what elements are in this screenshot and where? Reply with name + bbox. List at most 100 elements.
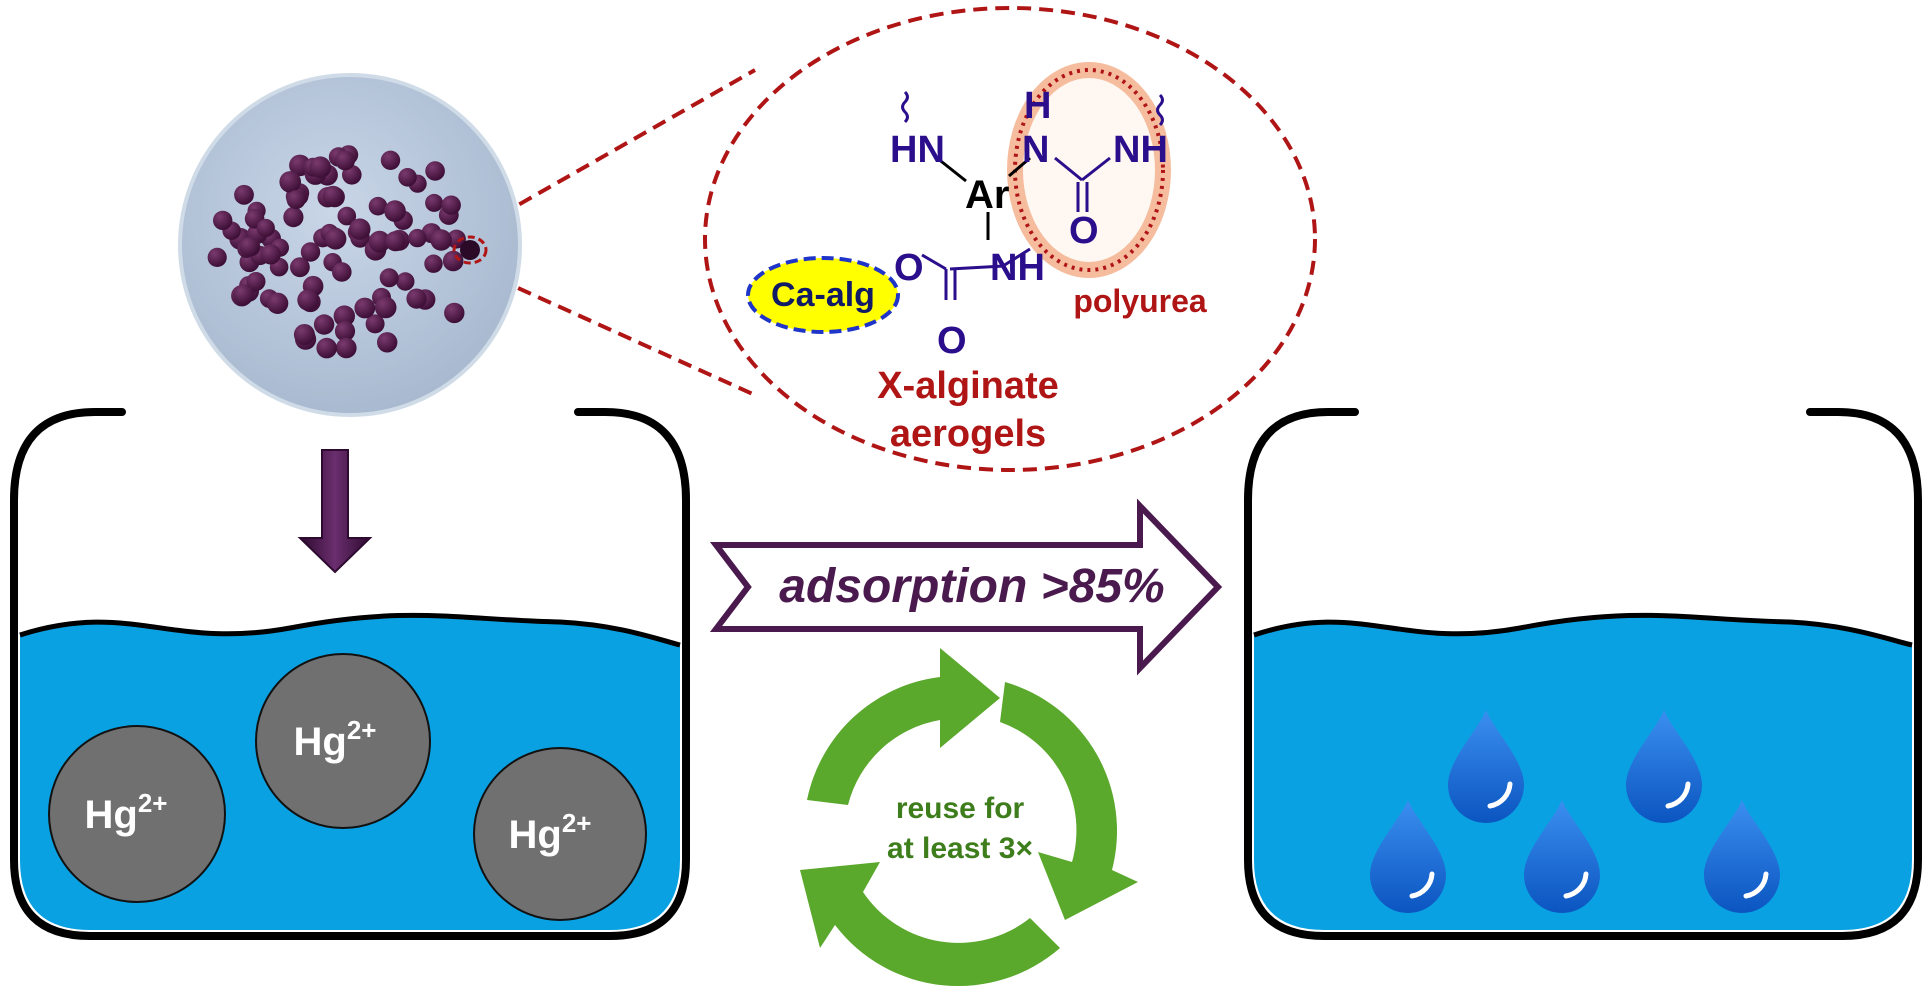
aerogel-bead xyxy=(354,297,376,319)
aerogel-bead xyxy=(293,324,315,345)
aerogel-title-line1: X-alginate xyxy=(877,365,1059,407)
aerogel-bead xyxy=(313,314,335,335)
water-drop-icon xyxy=(1704,800,1780,913)
bond-nh-c-bottom xyxy=(1002,247,1031,268)
right-beaker-outline xyxy=(1244,408,1922,940)
bond-c-nh xyxy=(1081,156,1111,182)
adsorption-label: adsorption >85% xyxy=(779,560,1164,613)
svg-text:Hg2+: Hg2+ xyxy=(85,788,168,837)
hg-ion-label: Hg xyxy=(294,720,347,764)
hn-label-left: HN xyxy=(890,129,945,171)
right-beaker xyxy=(1244,408,1922,940)
aerogel-bead xyxy=(406,288,427,309)
aerogel-bead xyxy=(297,289,319,311)
aerogel-bead xyxy=(444,302,465,324)
aerogel-bead xyxy=(266,292,289,314)
chemical-structure: HN H N NH Ar O O NH O Ca-alg polyurea X-… xyxy=(771,85,1207,455)
aerogel-bead xyxy=(349,218,371,240)
hg-ion: Hg2+ xyxy=(473,747,647,921)
aerogel-title-line2: aerogels xyxy=(890,413,1046,455)
bead-highlight-ring xyxy=(452,235,488,265)
bond-hn-ar xyxy=(936,156,967,183)
water-drops xyxy=(1370,710,1780,913)
aerogel-bead xyxy=(286,190,306,210)
aerogel-bead xyxy=(290,257,310,278)
ar-label: Ar xyxy=(965,173,1009,217)
aerogel-bead xyxy=(384,200,406,222)
hg-ion: Hg2+ xyxy=(48,725,226,903)
bond-c-nh-bottom xyxy=(949,264,1005,271)
aerogel-bead xyxy=(332,262,352,282)
o-label-top: O xyxy=(1069,210,1099,252)
right-arrow-icon: adsorption >85% xyxy=(709,498,1223,676)
left-beaker-outline xyxy=(10,408,690,940)
aerogel-bead xyxy=(246,272,266,291)
aerogel-bead xyxy=(239,237,259,257)
left-beaker: Hg2+ Hg2+ Hg2+ xyxy=(10,408,690,940)
hg-ion: Hg2+ xyxy=(255,653,431,829)
aerogel-bead xyxy=(279,171,302,193)
hg-ion-label: Hg xyxy=(509,813,562,857)
aerogel-bead xyxy=(441,195,461,215)
aerogel-bead xyxy=(335,150,355,171)
aerogel-bead xyxy=(430,229,452,251)
aerogel-bead xyxy=(446,229,466,249)
aerogel-bead xyxy=(260,244,281,265)
water-drop-icon xyxy=(1448,710,1524,823)
aerogel-beads xyxy=(207,145,480,359)
aerogel-bead xyxy=(377,332,398,353)
down-arrow-icon xyxy=(297,449,373,574)
aerogel-bead xyxy=(256,218,275,238)
aerogel-bead xyxy=(442,250,464,272)
svg-text:Hg2+: Hg2+ xyxy=(294,715,377,764)
aerogel-bead xyxy=(233,284,254,305)
polyurea-label: polyurea xyxy=(1073,283,1207,319)
aerogel-bead xyxy=(380,150,401,170)
aerogel-bead xyxy=(368,196,388,216)
hg-ion-charge: 2+ xyxy=(347,715,377,745)
aerogel-bead xyxy=(425,161,445,181)
nh-label-mid: NH xyxy=(990,247,1045,289)
bond-c-o-left xyxy=(921,253,947,271)
aerogel-bead xyxy=(408,228,427,248)
aerogel-bead xyxy=(309,156,332,178)
o-label-bottom: O xyxy=(937,320,967,362)
aerogel-bead xyxy=(334,321,356,342)
right-water-surface xyxy=(1253,612,1913,648)
aerogel-bead xyxy=(207,247,227,267)
aerogel-bead xyxy=(374,296,397,319)
selected-bead xyxy=(460,240,480,260)
aerogel-bead xyxy=(300,242,321,262)
ca-alg-highlight xyxy=(746,256,900,334)
wavy-bond-right xyxy=(1156,93,1164,127)
h-label-top: H xyxy=(1024,85,1051,127)
recycle-line2: at least 3× xyxy=(887,832,1033,865)
aerogel-bead xyxy=(333,305,355,327)
o-label-left: O xyxy=(894,247,924,289)
water-drop-icon xyxy=(1524,800,1600,913)
hg-ion-label: Hg xyxy=(85,793,138,837)
wavy-bond-left xyxy=(901,90,909,124)
bond-ar-n xyxy=(1008,156,1031,178)
left-water-surface xyxy=(19,612,681,648)
aerogel-bead xyxy=(337,206,357,226)
water-drop-icon xyxy=(1626,710,1702,823)
bond-n-c xyxy=(1054,156,1083,182)
aerogel-bead xyxy=(368,230,391,253)
hg-ion-charge: 2+ xyxy=(562,808,592,838)
aerogel-bead xyxy=(324,228,347,250)
svg-text:Hg2+: Hg2+ xyxy=(509,808,592,857)
aerogel-bead xyxy=(283,207,304,228)
n-label-top: N xyxy=(1022,129,1049,171)
recycle-icon: reuse for at least 3× xyxy=(800,648,1138,987)
aerogel-bead xyxy=(398,168,417,187)
recycle-line1: reuse for xyxy=(896,792,1025,825)
aerogel-bead xyxy=(213,210,233,231)
aerogel-bead xyxy=(379,268,399,288)
hg-ion-charge: 2+ xyxy=(138,788,168,818)
aerogel-bead xyxy=(322,185,344,207)
water-drop-icon xyxy=(1370,800,1446,913)
aerogel-bead xyxy=(425,193,444,212)
aerogel-bead xyxy=(365,314,385,334)
